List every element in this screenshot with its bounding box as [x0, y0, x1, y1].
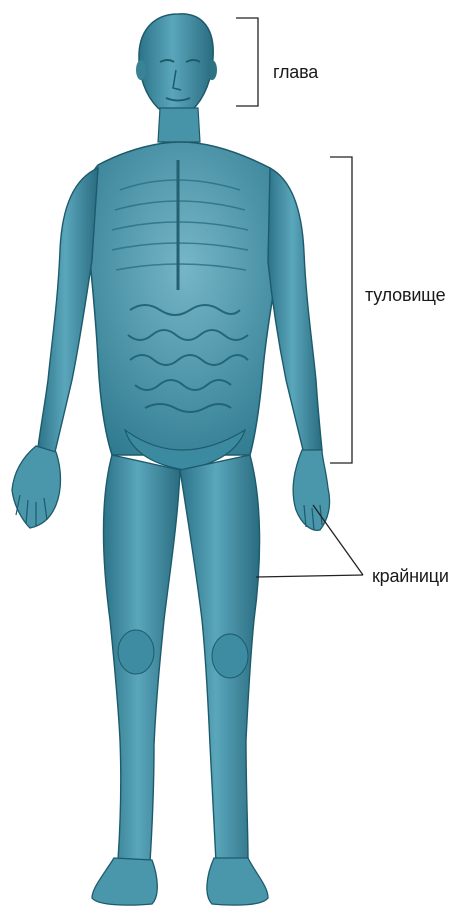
head-bracket: [236, 18, 258, 106]
left-foot: [92, 858, 157, 905]
right-arm: [268, 168, 330, 530]
neck: [158, 108, 200, 142]
limbs-label: крайници: [372, 566, 449, 587]
right-hand: [293, 450, 329, 530]
torso: [86, 142, 285, 470]
trunk-bracket: [330, 157, 352, 463]
head-label: глава: [273, 62, 318, 83]
left-leg: [92, 455, 180, 905]
trunk-label: туловище: [365, 285, 445, 306]
right-leg: [180, 455, 268, 905]
left-arm: [12, 168, 98, 528]
head: [136, 14, 217, 114]
right-foot: [207, 858, 268, 905]
